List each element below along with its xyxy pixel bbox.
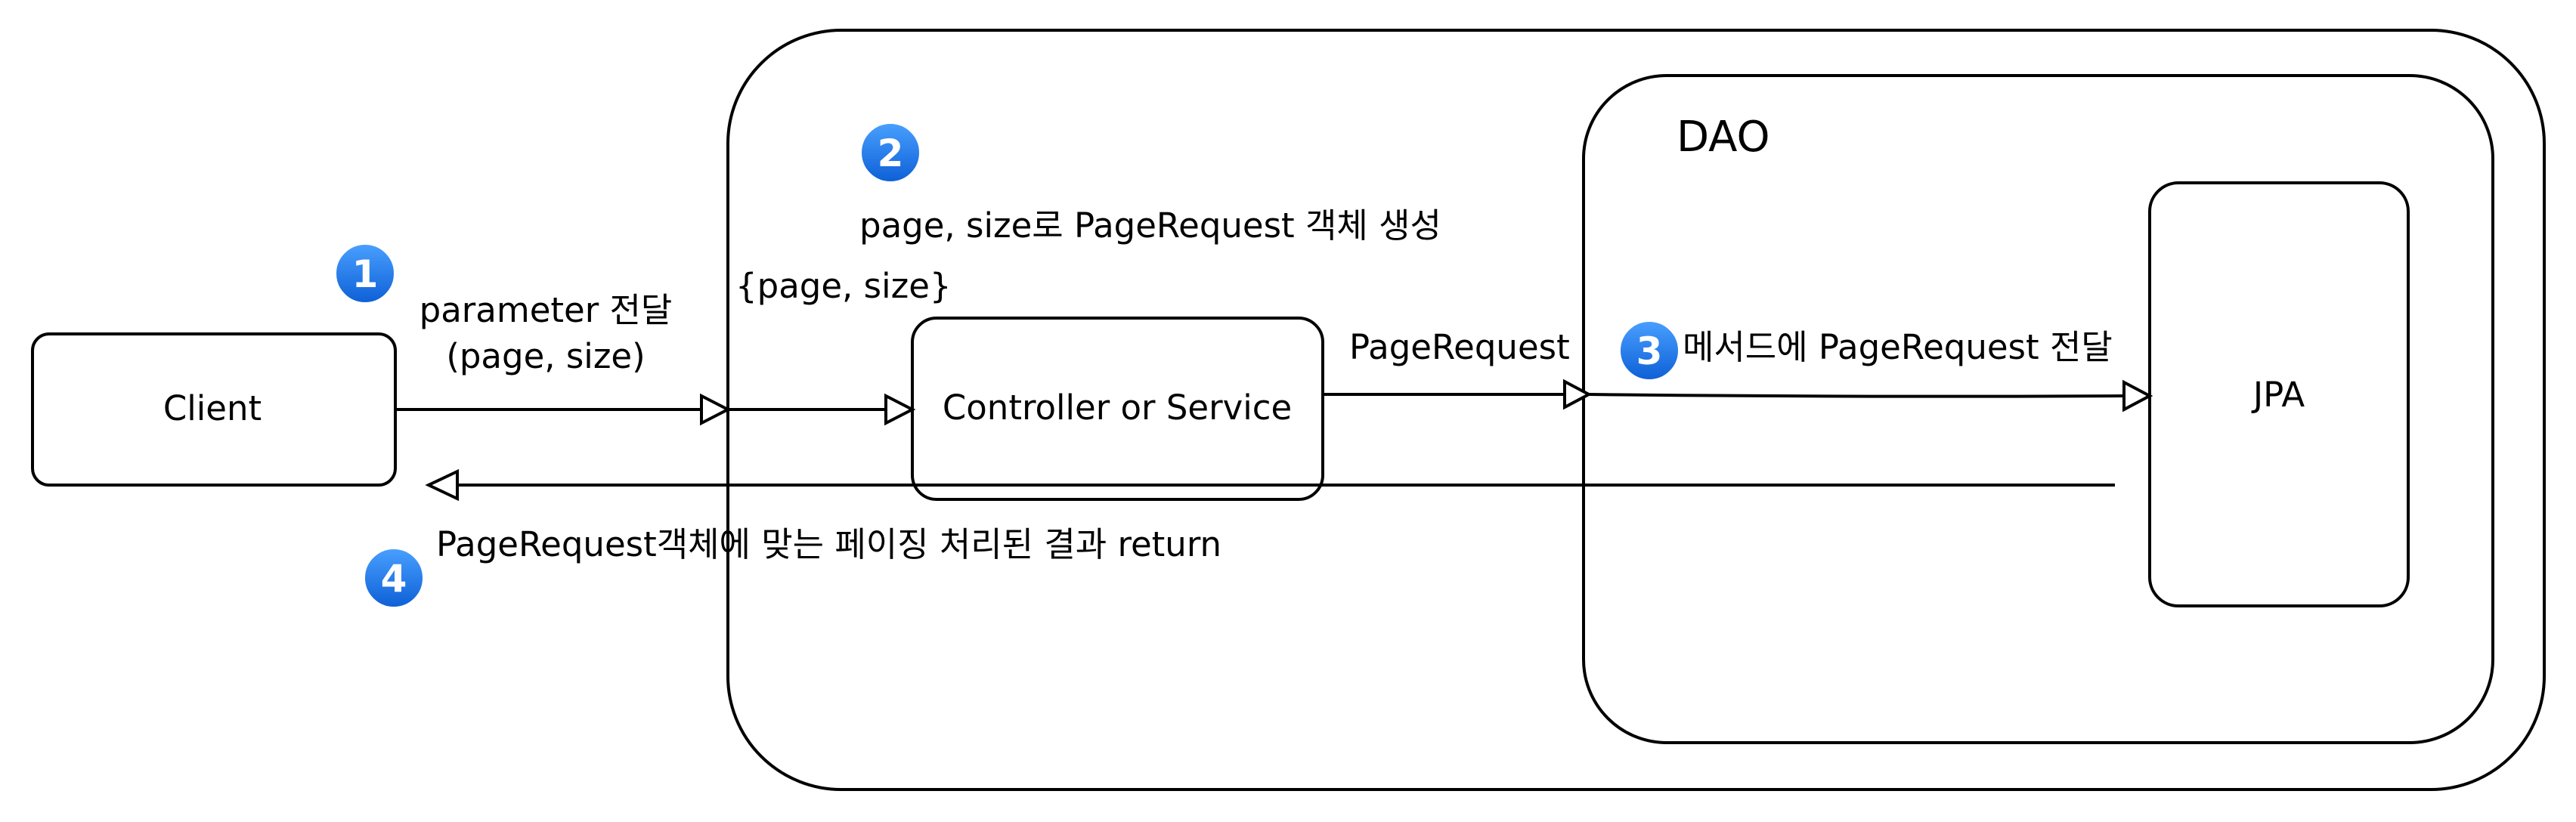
param-label-line1: parameter 전달 — [420, 290, 673, 330]
arrowhead-server-boundary — [700, 393, 732, 426]
step-2-number: 2 — [878, 131, 904, 175]
step-3-badge: 3 — [1618, 319, 1681, 382]
step-2-badge: 2 — [859, 121, 922, 184]
dao-label: DAO — [1677, 113, 1770, 162]
step-4-badge: 4 — [362, 546, 426, 610]
client-label: Client — [163, 388, 262, 428]
arrowhead-jpa — [2122, 379, 2153, 413]
jpa-label: JPA — [2251, 375, 2305, 415]
arrowhead-dao-boundary — [1563, 379, 1593, 410]
step-1-number: 1 — [352, 252, 379, 296]
step-4-number: 4 — [381, 557, 407, 601]
controller-label: Controller or Service — [943, 388, 1292, 428]
create-request-label: page, size로 PageRequest 객체 생성 — [859, 206, 1441, 246]
step-3-number: 3 — [1636, 329, 1663, 373]
return-label: PageRequest객체에 맞는 페이징 처리된 결과 return — [436, 524, 1221, 564]
arrow-dao-to-jpa — [1588, 393, 2125, 398]
dao-container — [1582, 74, 2494, 744]
param-label-line2: (page, size) — [446, 336, 645, 376]
arrowhead-return — [425, 468, 459, 502]
page-size-label: {page, size} — [735, 266, 952, 306]
step-1-badge: 1 — [333, 242, 397, 305]
page-request-label: PageRequest — [1349, 327, 1570, 367]
method-pass-label: 메서드에 PageRequest 전달 — [1683, 327, 2113, 367]
arrowhead-controller — [884, 393, 916, 426]
